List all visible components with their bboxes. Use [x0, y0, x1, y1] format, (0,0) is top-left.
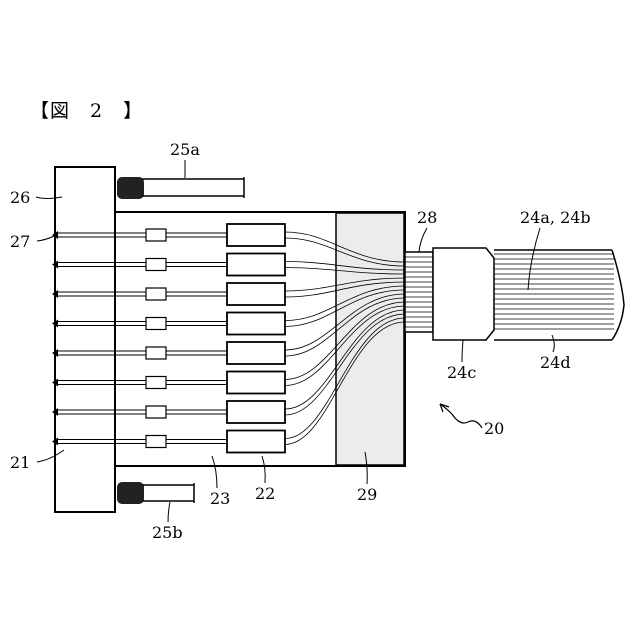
sleeve — [146, 288, 166, 300]
potting-region — [336, 213, 404, 465]
label-21: 21 — [10, 453, 30, 472]
label-23: 23 — [210, 489, 230, 508]
sleeve — [146, 347, 166, 359]
sleeve — [146, 318, 166, 330]
optical-element — [227, 431, 285, 453]
label-28: 28 — [417, 208, 437, 227]
optical-element — [227, 283, 285, 305]
optical-element — [227, 313, 285, 335]
cable-boot-upper — [117, 177, 144, 199]
label-22: 22 — [255, 484, 275, 503]
leader-27 — [37, 236, 54, 241]
optical-element — [227, 401, 285, 423]
label-26: 26 — [10, 188, 30, 207]
leader-24c — [462, 340, 463, 362]
optical-element — [227, 342, 285, 364]
label-29: 29 — [357, 485, 377, 504]
sleeve-24c — [433, 248, 494, 340]
sleeve — [146, 377, 166, 389]
label-27: 27 — [10, 232, 30, 251]
leader-24d — [552, 335, 554, 352]
label-24d: 24d — [540, 353, 571, 372]
sleeve — [146, 406, 166, 418]
sleeve — [146, 436, 166, 448]
sleeve — [146, 229, 166, 241]
optical-element — [227, 372, 285, 394]
leader-28 — [419, 228, 427, 252]
label-20: 20 — [484, 419, 504, 438]
label-24ab: 24a, 24b — [520, 208, 591, 227]
arrow-20 — [440, 404, 482, 428]
label-24c: 24c — [447, 363, 476, 382]
leader-25b — [168, 502, 170, 522]
optical-element — [227, 254, 285, 276]
optical-element — [227, 224, 285, 246]
bundle-cut-end — [612, 250, 624, 340]
sleeve — [146, 259, 166, 271]
cable-boot-lower — [117, 482, 144, 504]
connector-block — [55, 167, 115, 512]
label-25b: 25b — [152, 523, 183, 542]
label-25a: 25a — [170, 140, 200, 159]
